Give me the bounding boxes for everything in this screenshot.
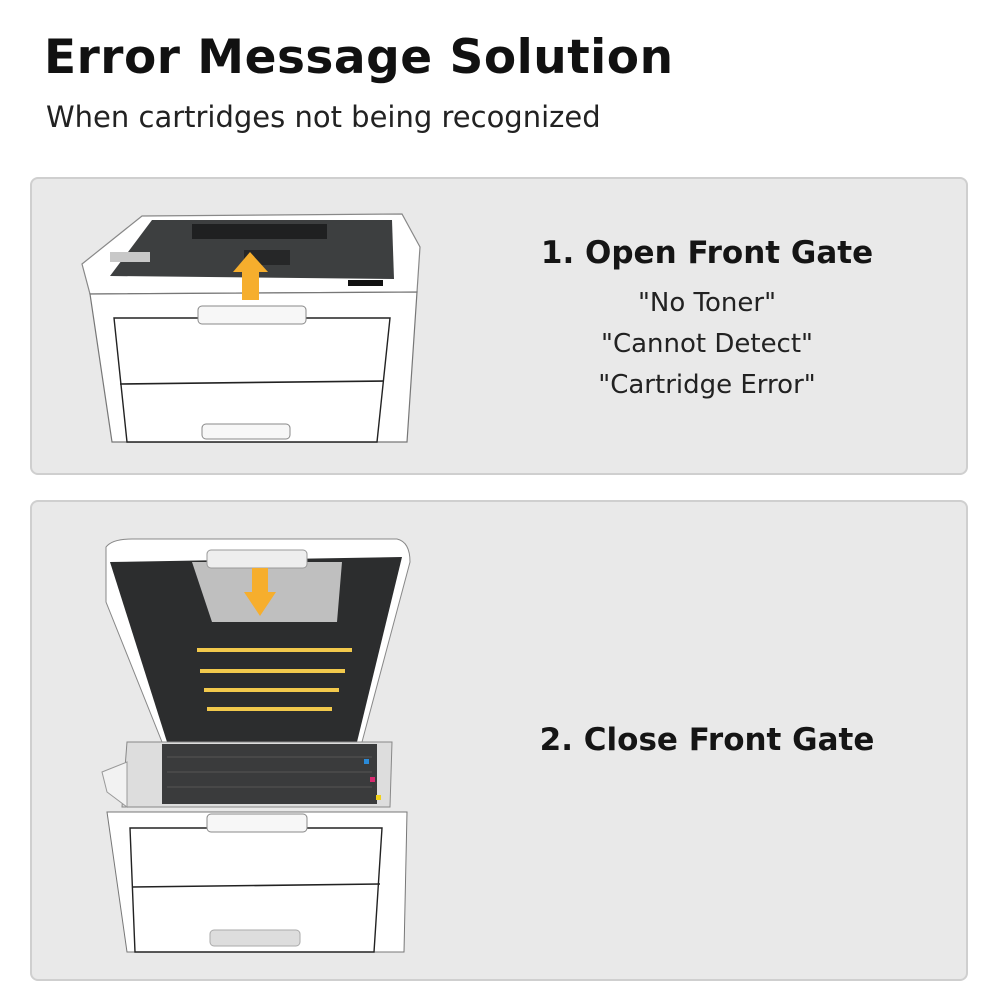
step-1-title: 1. Open Front Gate — [540, 235, 874, 271]
page-title: Error Message Solution — [44, 30, 674, 85]
step-2-title: 2. Close Front Gate — [539, 722, 875, 758]
printer-closed-illustration — [81, 213, 421, 443]
up-arrow-icon — [233, 252, 268, 300]
page-subtitle: When cartridges not being recognized — [46, 100, 601, 134]
error-message-no-toner: "No Toner" — [637, 288, 777, 318]
error-message-cartridge-error: "Cartridge Error" — [598, 370, 816, 400]
printer-open-illustration — [101, 538, 411, 953]
step-2-text: 2. Close Front Gate — [512, 722, 902, 758]
error-message-cannot-detect: "Cannot Detect" — [600, 329, 814, 359]
down-arrow-icon — [244, 568, 276, 616]
step-1-text: 1. Open Front Gate "No Toner" "Cannot De… — [512, 235, 902, 406]
step-1-panel: 1. Open Front Gate "No Toner" "Cannot De… — [30, 177, 968, 475]
step-2-panel: 2. Close Front Gate — [30, 500, 968, 981]
